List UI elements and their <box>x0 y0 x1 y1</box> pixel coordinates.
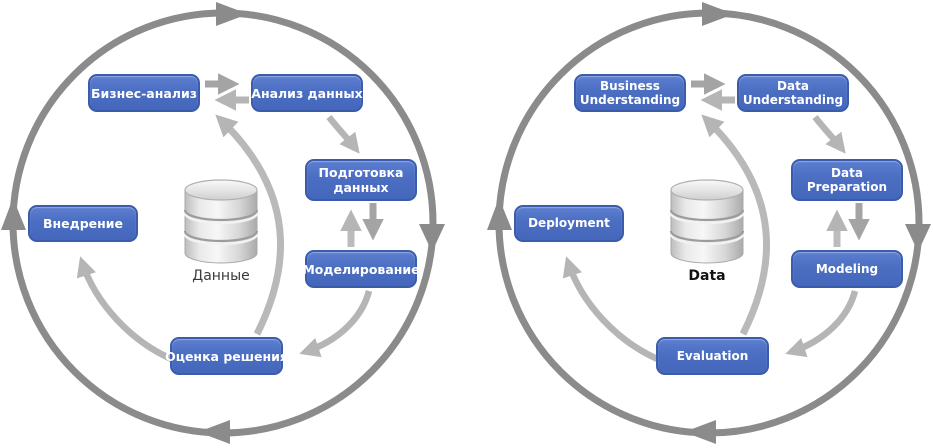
database-icon <box>183 179 259 264</box>
stage-deployment: Внедрение <box>28 205 138 242</box>
crisp-dm-cycle-ru: Бизнес-анализ Анализ данных Подготовка д… <box>0 0 466 448</box>
stage-data-preparation: Data Preparation <box>791 159 903 201</box>
flow-arrow <box>215 114 285 336</box>
cycle-arrowhead <box>216 2 248 26</box>
cycle-arrowhead <box>702 2 734 26</box>
cycle-arrowhead <box>487 198 512 230</box>
cycle-graphic-ru <box>1 2 445 444</box>
stage-data-understanding: Анализ данных <box>251 74 363 112</box>
flow-arrow <box>326 114 360 154</box>
stage-business-understanding: Бизнес-анализ <box>88 74 200 112</box>
flow-arrow <box>299 290 373 358</box>
flow-arrow <box>701 114 771 336</box>
stage-business-understanding: Business Understanding <box>574 74 686 112</box>
cycle-arrowhead <box>198 420 230 444</box>
cycle-arrowhead <box>684 420 716 444</box>
stage-deployment: Deployment <box>514 205 624 242</box>
cycle-graphic-en <box>487 2 931 444</box>
cycle-arrowhead <box>905 224 931 252</box>
stage-data-preparation: Подготовка данных <box>305 159 417 201</box>
cycle-arrowhead <box>419 224 445 252</box>
database-icon <box>669 179 745 264</box>
stage-modeling: Моделирование <box>302 250 420 288</box>
crisp-dm-cycle-en: Business Understanding Data Understandin… <box>486 0 933 448</box>
database-label: Данные <box>192 268 250 284</box>
stage-evaluation: Evaluation <box>656 337 769 375</box>
flow-arrow <box>812 114 846 154</box>
cycle-arrowhead <box>1 198 26 230</box>
flow-arrow <box>785 290 859 358</box>
stage-evaluation: Оценка решения <box>165 337 288 375</box>
stage-data-understanding: Data Understanding <box>737 74 849 112</box>
flow-arrow <box>562 256 664 365</box>
stage-modeling: Modeling <box>791 250 903 288</box>
database-label: Data <box>688 268 726 284</box>
flow-arrow <box>76 256 178 365</box>
